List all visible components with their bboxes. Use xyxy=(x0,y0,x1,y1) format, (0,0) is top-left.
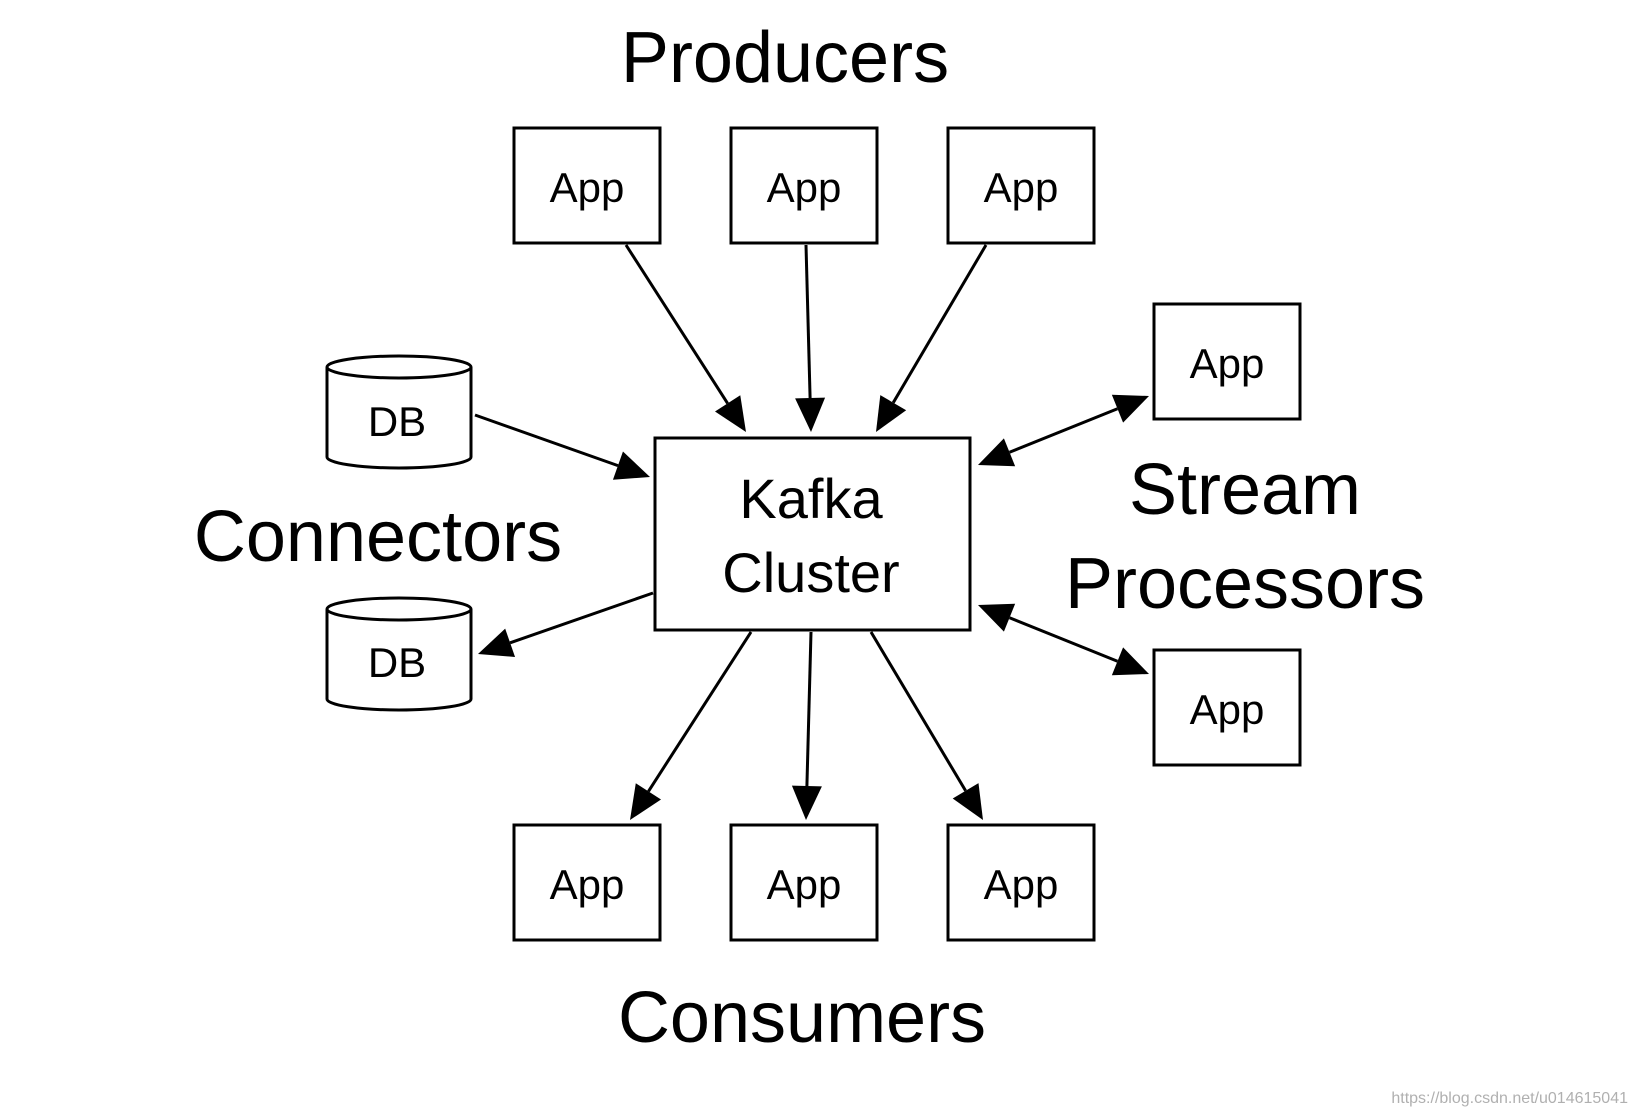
db-source-to-kafka-cluster-line xyxy=(474,413,619,468)
consumer-app-1-label: App xyxy=(550,861,625,908)
consumers-label: Consumers xyxy=(618,978,986,1058)
kafka-cluster[interactable]: Kafka Cluster xyxy=(653,436,972,632)
watermark: https://blog.csdn.net/u014615041 xyxy=(1391,1090,1628,1107)
consumer-app-1[interactable]: App xyxy=(512,823,662,942)
db-source-label: DB xyxy=(368,398,426,445)
cluster-label-line2: Cluster xyxy=(722,541,899,604)
stream-app-2[interactable]: App xyxy=(1152,648,1302,767)
connectors-label: Connectors xyxy=(194,497,562,577)
producers-label: Producers xyxy=(621,18,949,98)
db-sink[interactable]: DB xyxy=(325,596,473,712)
producer-app-1-to-kafka-cluster-line xyxy=(624,244,729,405)
producer-app-3-label: App xyxy=(984,164,1059,211)
consumer-app-3[interactable]: App xyxy=(946,823,1096,942)
stream-label-line2: Processors xyxy=(1065,544,1425,624)
kafka-cluster-to-stream-app-2-line xyxy=(1008,616,1119,663)
db-sink-top xyxy=(325,596,473,622)
producer-app-1-label: App xyxy=(550,164,625,211)
kafka-cluster-to-stream-app-2-arrowhead-reverse xyxy=(978,603,1016,632)
db-sink-label: DB xyxy=(368,639,426,686)
consumer-app-2-label: App xyxy=(767,861,842,908)
kafka-cluster-to-consumer-app-3-line xyxy=(869,631,967,792)
producer-app-3[interactable]: App xyxy=(946,126,1096,245)
kafka-cluster-to-stream-app-2-arrowhead xyxy=(1111,647,1149,676)
db-source-to-kafka-cluster-arrowhead xyxy=(612,451,650,480)
kafka-cluster-to-stream-app-1-arrowhead xyxy=(1111,394,1149,423)
stream-app-1-label: App xyxy=(1190,340,1265,387)
producer-app-2[interactable]: App xyxy=(729,126,879,245)
edges-group xyxy=(474,244,1149,820)
producer-app-1[interactable]: App xyxy=(512,126,662,245)
producer-app-3-to-kafka-cluster-line xyxy=(891,244,988,404)
db-source-body xyxy=(325,367,473,470)
db-source-top xyxy=(325,354,473,380)
producer-app-2-to-kafka-cluster-arrowhead xyxy=(795,397,826,432)
db-sink-body xyxy=(325,609,473,712)
cluster-label-line1: Kafka xyxy=(739,467,883,530)
stream-label-line1: Stream xyxy=(1129,450,1361,530)
kafka-cluster-to-consumer-app-2-arrowhead xyxy=(791,785,822,820)
producer-app-2-to-kafka-cluster-line xyxy=(804,244,812,399)
producer-app-3-to-kafka-cluster-arrowhead xyxy=(876,395,907,432)
kafka-cluster-to-consumer-app-3-arrowhead xyxy=(952,783,983,820)
db-source[interactable]: DB xyxy=(325,354,473,470)
kafka-cluster-to-db-sink-arrowhead xyxy=(478,628,516,657)
producer-app-1-to-kafka-cluster-arrowhead xyxy=(715,395,746,432)
kafka-cluster-to-stream-app-1-arrowhead-reverse xyxy=(978,438,1016,467)
stream-app-2-label: App xyxy=(1190,686,1265,733)
kafka-cluster-to-db-sink-line xyxy=(509,591,654,645)
kafka-cluster-to-consumer-app-2-line xyxy=(805,631,813,787)
kafka-cluster-to-stream-app-1-line xyxy=(1008,407,1119,454)
producer-app-2-label: App xyxy=(767,164,842,211)
kafka-cluster-to-consumer-app-1-line xyxy=(647,631,753,793)
stream-app-1[interactable]: App xyxy=(1152,302,1302,421)
consumer-app-2[interactable]: App xyxy=(729,823,879,942)
consumer-app-3-label: App xyxy=(984,861,1059,908)
kafka-cluster-to-consumer-app-1-arrowhead xyxy=(630,783,662,820)
